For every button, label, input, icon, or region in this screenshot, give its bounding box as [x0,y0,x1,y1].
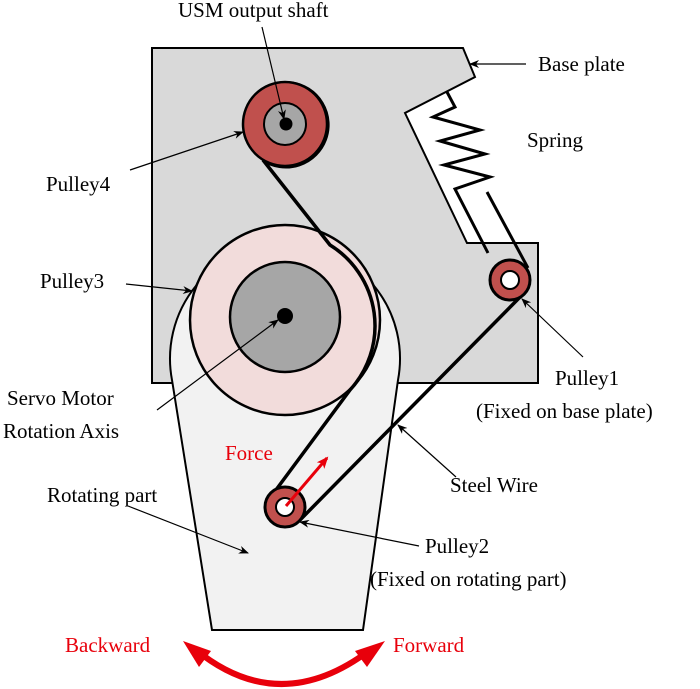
label-base-plate: Base plate [538,52,625,76]
steel-wire-lower [298,290,527,522]
leader-usm [261,26,286,120]
label-steel-wire: Steel Wire [450,473,538,497]
spring-to-pulley1-wire [485,191,530,269]
forward-arrowhead [355,641,385,667]
spring [428,91,496,254]
label-usm-output-shaft: USM output shaft [178,0,329,22]
leader-servo-axis [156,319,279,411]
label-pulley4: Pulley4 [46,172,111,196]
label-servo-axis-1: Servo Motor [7,386,114,410]
rotation-direction-arrow [194,647,372,687]
label-backward: Backward [65,633,151,657]
label-pulley3: Pulley3 [40,269,104,293]
leader-pulley2 [299,519,420,547]
label-servo-axis-2: Rotation Axis [3,419,119,443]
pulley1-hole [500,270,520,290]
label-rotating-part: Rotating part [47,483,157,507]
leader-rotating-part [127,505,249,554]
label-force: Force [225,441,273,465]
leader-pulley4 [129,131,244,171]
label-forward: Forward [393,633,465,657]
leader-steel-wire [397,424,457,478]
usm-shaft-dot [279,117,293,131]
label-pulley1: Pulley1 [555,366,619,390]
force-arrow [284,456,329,507]
label-pulley1-note: (Fixed on base plate) [476,399,653,423]
label-pulley2-note: (Fixed on rotating part) [370,567,567,591]
label-pulley2: Pulley2 [425,534,489,558]
backward-arrowhead [183,641,211,667]
label-spring: Spring [527,128,584,152]
leader-pulley3 [125,283,193,295]
servo-axis-dot [277,308,293,324]
leader-pulley1 [521,298,584,358]
